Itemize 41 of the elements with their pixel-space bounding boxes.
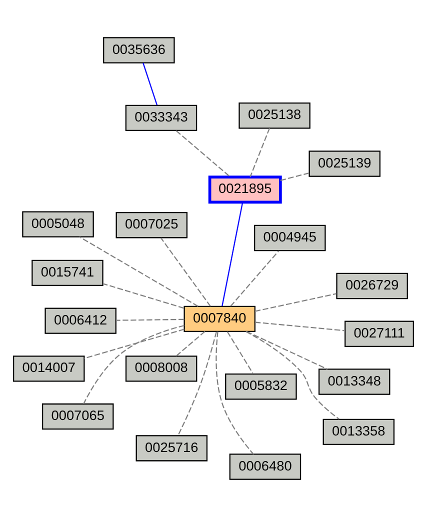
connector — [246, 330, 328, 370]
node-box: 0005048 — [22, 210, 94, 237]
connector — [254, 321, 345, 331]
connector — [226, 330, 254, 374]
node-box: 0007065 — [41, 402, 114, 430]
node-box: 0007025 — [115, 212, 188, 238]
connector — [84, 328, 184, 358]
connector — [245, 330, 340, 420]
node-box: 0004945 — [254, 224, 326, 251]
connector — [221, 202, 243, 306]
node-box: 0025716 — [135, 434, 208, 461]
node-box: 0007840 — [183, 305, 255, 332]
node-box: 0005832 — [224, 373, 296, 400]
node-box: 0025138 — [238, 102, 310, 128]
node-box: 0033343 — [124, 104, 197, 130]
connector — [82, 324, 184, 404]
node-box: 0015741 — [31, 259, 103, 286]
connector — [230, 250, 279, 306]
connector — [249, 127, 270, 176]
node-box: 0025139 — [308, 150, 380, 176]
node-box: 0035636 — [102, 36, 174, 63]
connector — [177, 331, 216, 436]
node-box: 0027111 — [344, 320, 414, 346]
connector — [280, 172, 309, 180]
connector — [175, 130, 230, 177]
node-box: 0026729 — [336, 272, 408, 299]
connector — [102, 282, 184, 308]
connector — [254, 292, 336, 312]
connector — [142, 62, 158, 105]
node-box: 0021895 — [208, 175, 282, 204]
node-box: 0006412 — [44, 307, 116, 334]
connector — [215, 330, 254, 454]
connector — [160, 237, 210, 306]
node-box: 0013358 — [322, 418, 394, 445]
node-box: 0013348 — [318, 368, 390, 394]
connector — [175, 330, 205, 356]
node-box: 0014007 — [12, 355, 84, 382]
connector — [115, 318, 184, 320]
node-box: 0006480 — [228, 453, 301, 480]
connector — [78, 236, 198, 306]
node-box: 0008008 — [124, 355, 197, 382]
